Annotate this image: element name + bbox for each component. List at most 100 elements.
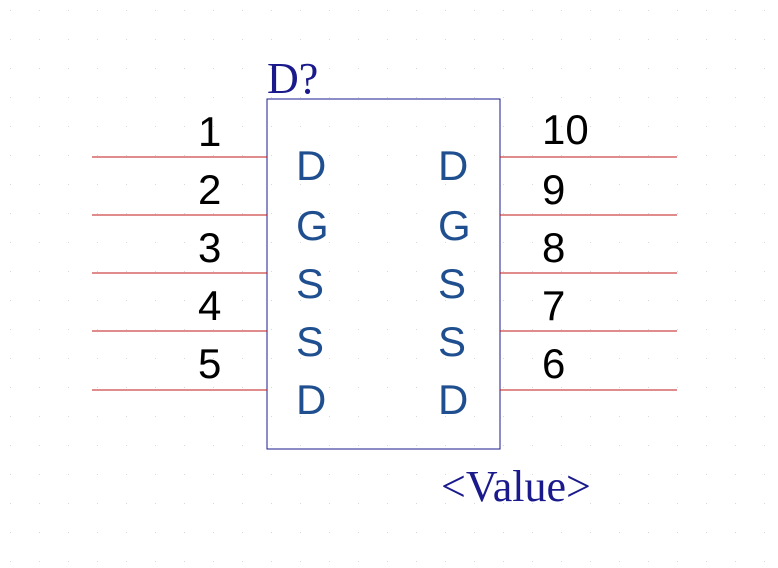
pin-number: 7 <box>542 282 565 329</box>
grid-dot <box>474 68 475 69</box>
grid-dot <box>126 155 127 156</box>
pin-number: 9 <box>542 166 565 213</box>
grid-dot <box>648 503 649 504</box>
grid-dot <box>97 503 98 504</box>
pin-6[interactable]: 6 D <box>438 340 677 423</box>
grid-dot <box>39 329 40 330</box>
grid-dot <box>213 503 214 504</box>
grid-dot <box>387 97 388 98</box>
grid-dot <box>10 97 11 98</box>
grid-dot <box>39 445 40 446</box>
grid-dot <box>213 300 214 301</box>
pin-1[interactable]: 1 D <box>92 108 326 189</box>
designator-label[interactable]: D? <box>267 54 318 103</box>
grid-dot <box>39 561 40 562</box>
grid-dot <box>706 300 707 301</box>
grid-dot <box>242 300 243 301</box>
grid-dot <box>677 155 678 156</box>
grid-dot <box>184 416 185 417</box>
grid-dot <box>271 532 272 533</box>
grid-dot <box>155 474 156 475</box>
grid-dot <box>300 503 301 504</box>
grid-dot <box>358 184 359 185</box>
pin-7[interactable]: 7 S <box>438 282 677 365</box>
grid-dot <box>271 271 272 272</box>
grid-dot <box>706 155 707 156</box>
grid-dot <box>358 416 359 417</box>
grid-dot <box>155 300 156 301</box>
grid-dot <box>387 184 388 185</box>
grid-dot <box>706 474 707 475</box>
pin-4[interactable]: 4 S <box>92 282 324 365</box>
grid-dot <box>561 474 562 475</box>
grid-dot <box>532 300 533 301</box>
grid-dot <box>706 329 707 330</box>
grid-dot <box>39 503 40 504</box>
grid-dot <box>358 39 359 40</box>
grid-dot <box>503 532 504 533</box>
grid-dots <box>10 10 765 562</box>
pin-2[interactable]: 2 G <box>92 166 329 249</box>
grid-dot <box>445 242 446 243</box>
grid-dot <box>271 387 272 388</box>
pin-8[interactable]: 8 S <box>438 224 677 307</box>
grid-dot <box>242 213 243 214</box>
grid-dot <box>445 416 446 417</box>
grid-dot <box>329 445 330 446</box>
pin-10[interactable]: 10 D <box>438 106 677 189</box>
grid-dot <box>474 155 475 156</box>
grid-dot <box>126 126 127 127</box>
grid-dot <box>532 213 533 214</box>
pin-name: D <box>296 376 326 423</box>
grid-dot <box>416 126 417 127</box>
grid-dot <box>561 126 562 127</box>
grid-dot <box>416 242 417 243</box>
grid-dot <box>10 387 11 388</box>
grid-dot <box>648 97 649 98</box>
grid-dot <box>474 39 475 40</box>
grid-dot <box>764 97 765 98</box>
grid-dot <box>68 242 69 243</box>
pin-name: D <box>438 376 468 423</box>
grid-dot <box>242 97 243 98</box>
grid-dot <box>706 242 707 243</box>
grid-dot <box>358 445 359 446</box>
pin-number: 3 <box>198 224 221 271</box>
grid-dot <box>677 271 678 272</box>
grid-dot <box>300 242 301 243</box>
grid-dot <box>677 10 678 11</box>
grid-dot <box>300 184 301 185</box>
grid-dot <box>97 474 98 475</box>
grid-dot <box>300 445 301 446</box>
pin-9[interactable]: 9 G <box>438 166 677 249</box>
grid-dot <box>271 474 272 475</box>
grid-dot <box>39 416 40 417</box>
grid-dot <box>590 68 591 69</box>
grid-dot <box>416 155 417 156</box>
grid-dot <box>184 532 185 533</box>
pin-number: 4 <box>198 282 221 329</box>
pin-5[interactable]: 5 D <box>92 340 326 423</box>
grid-dot <box>590 300 591 301</box>
value-label[interactable]: <Value> <box>441 462 591 511</box>
grid-dot <box>474 445 475 446</box>
grid-dot <box>358 532 359 533</box>
grid-dot <box>532 155 533 156</box>
component-body[interactable] <box>266 98 501 450</box>
grid-dot <box>126 445 127 446</box>
grid-dot <box>242 68 243 69</box>
grid-dot <box>300 474 301 475</box>
grid-dot <box>590 329 591 330</box>
grid-dot <box>329 68 330 69</box>
pin-3[interactable]: 3 S <box>92 224 324 307</box>
grid-dot <box>271 39 272 40</box>
grid-dot <box>387 445 388 446</box>
grid-dot <box>619 416 620 417</box>
grid-dot <box>474 213 475 214</box>
grid-dot <box>735 300 736 301</box>
grid-dot <box>445 155 446 156</box>
grid-dot <box>68 271 69 272</box>
grid-dot <box>97 300 98 301</box>
grid-dot <box>10 416 11 417</box>
grid-dot <box>619 300 620 301</box>
